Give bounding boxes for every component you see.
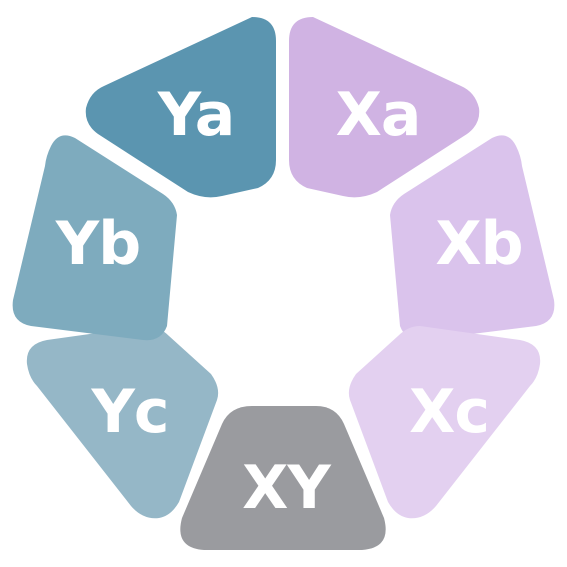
segment-xb-shape	[390, 135, 555, 341]
segment-ya-label: Ya	[157, 80, 234, 150]
segment-ya-shape	[85, 17, 276, 198]
segment-xb-label: Xb	[435, 209, 522, 279]
segment-xa: Xa	[289, 17, 480, 198]
segment-xy-label: XY	[242, 453, 332, 523]
segment-xc: Xc	[348, 326, 541, 519]
segment-xb: Xb	[390, 135, 555, 341]
segment-ya: Ya	[85, 17, 276, 198]
segment-yc: Yc	[26, 326, 219, 519]
segment-xc-shape	[348, 326, 541, 519]
segment-xy: XY	[180, 406, 386, 550]
segment-xa-shape	[289, 17, 480, 198]
segment-xy-shape	[180, 406, 386, 550]
segment-xc-label: Xc	[409, 377, 489, 447]
segment-yb-shape	[12, 135, 177, 341]
segment-yb: Yb	[12, 135, 177, 341]
segment-yc-shape	[26, 326, 219, 519]
segment-yb-label: Yb	[55, 209, 140, 279]
segment-yc-label: Yc	[90, 377, 168, 447]
segment-xa-label: Xa	[336, 80, 421, 150]
